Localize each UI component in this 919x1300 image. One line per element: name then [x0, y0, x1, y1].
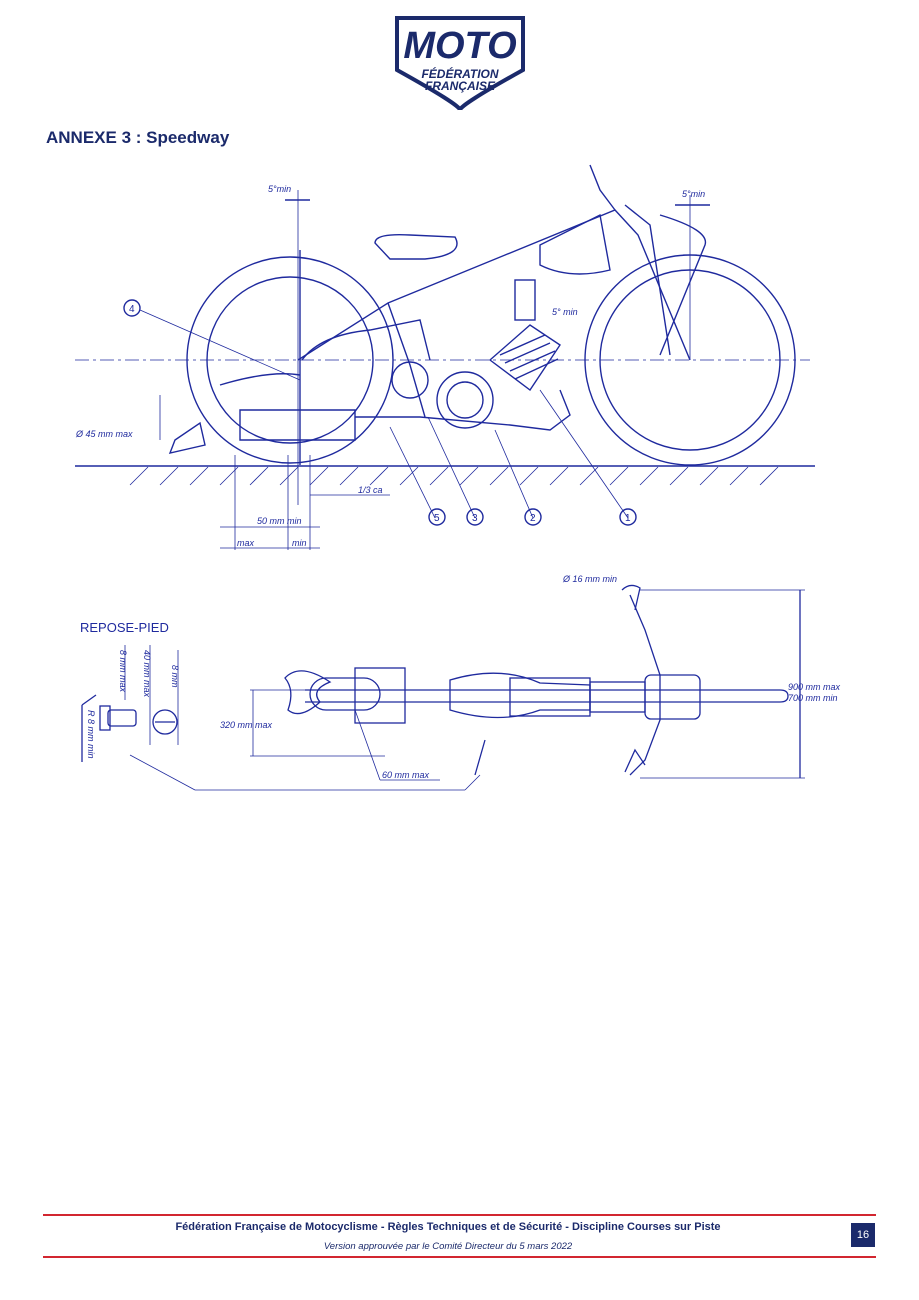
speedway-top-view-drawing: REPOSE-PIED Ø 16 mm min 900 mm max 700 m… [70, 570, 855, 798]
footer-title: Fédération Française de Motocyclisme - R… [175, 1221, 721, 1233]
angle-mid-label: 5° min [552, 307, 578, 317]
d320-label: 320 mm max [220, 720, 273, 730]
dim-50-label: 50 mm min [257, 516, 302, 526]
min-label: min [292, 538, 307, 548]
angle-front-label: 5°min [682, 189, 705, 199]
logo-line2: FRANÇAISE [425, 79, 496, 93]
diameter-label: Ø 45 mm max [75, 429, 133, 439]
dia16-label: Ø 16 mm min [562, 574, 617, 584]
footer-rule-top [43, 1214, 876, 1216]
side-view-svg: 5°min 5°min 5° min Ø 45 mm max 1/3 ca 50… [75, 164, 815, 550]
v40-label: 40 mm max [142, 650, 152, 698]
logo-line1: FÉDÉRATION [421, 66, 498, 81]
w900-label: 900 mm max [788, 682, 841, 692]
ratio-label: 1/3 ca [358, 485, 383, 495]
page-number: 16 [851, 1223, 875, 1247]
max-label: max [237, 538, 255, 548]
section-title: ANNEXE 3 : Speedway [46, 128, 230, 147]
footer-version: Version approuvée par le Comité Directeu… [323, 1241, 573, 1252]
logo-word: MOTO [403, 25, 516, 67]
r8-label: R 8 mm min [86, 710, 96, 759]
callout-3: 3 [472, 513, 478, 524]
d60-label: 60 mm max [382, 770, 430, 780]
ffm-logo: MOTO FÉDÉRATION FRANÇAISE [385, 10, 535, 118]
v8max-label: 8 mm max [118, 650, 128, 693]
repose-pied-title: REPOSE-PIED [80, 620, 169, 635]
callout-2: 2 [530, 513, 536, 524]
callout-1: 1 [625, 513, 631, 524]
footer-rule-bottom [43, 1256, 876, 1258]
v8-label: 8 mm [170, 665, 180, 688]
callout-4: 4 [129, 304, 135, 315]
w700-label: 700 mm min [788, 693, 838, 703]
speedway-side-view-drawing: 5°min 5°min 5° min Ø 45 mm max 1/3 ca 50… [70, 155, 820, 560]
top-view-svg: REPOSE-PIED Ø 16 mm min 900 mm max 700 m… [80, 574, 841, 791]
angle-rear-label: 5°min [268, 184, 291, 194]
callout-5: 5 [434, 513, 440, 524]
